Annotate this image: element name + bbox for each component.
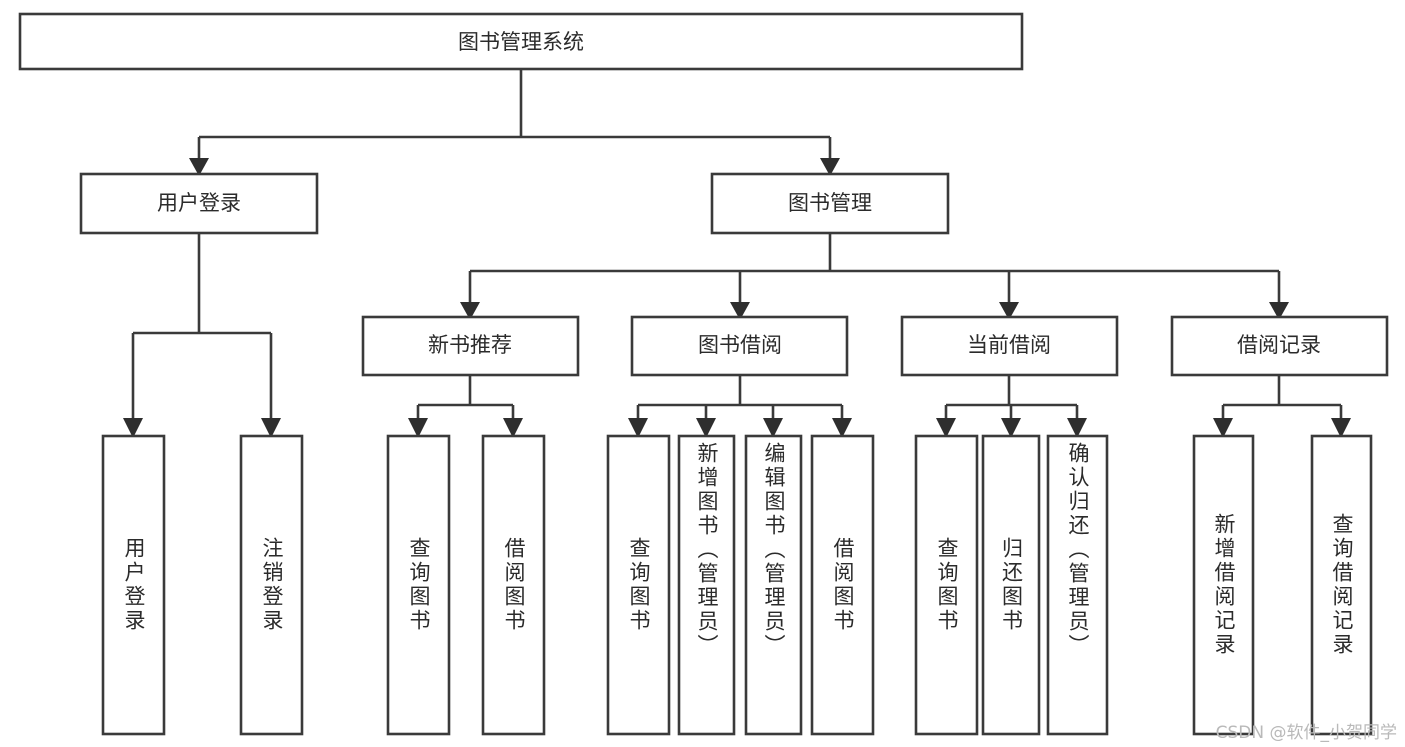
node-root-label: 图书管理系统 bbox=[458, 30, 584, 54]
arrowheads-group bbox=[123, 158, 1351, 438]
arrow-to-book-borrow bbox=[730, 302, 750, 320]
node-current-borrow-box[interactable] bbox=[900, 315, 1119, 377]
node-new-book-box[interactable] bbox=[361, 315, 580, 377]
nodes-group: 图书管理系统 用户登录 图书管理 新书推荐 图书借阅 当前借阅 借阅记录 bbox=[18, 12, 1389, 736]
node-current-borrow-label: 当前借阅 bbox=[967, 333, 1051, 357]
arrow-borrow-leaf-3 bbox=[763, 418, 783, 438]
node-book-borrow-label: 图书借阅 bbox=[698, 333, 782, 357]
leaf-box-current-borrow-3[interactable] bbox=[1046, 434, 1109, 736]
node-user-login-box[interactable] bbox=[79, 172, 319, 235]
leaf-box-book-borrow-3[interactable] bbox=[744, 434, 803, 736]
node-book-borrow-box[interactable] bbox=[630, 315, 849, 377]
leaf-box-user-login-2[interactable] bbox=[239, 434, 304, 736]
arrow-newbook-leaf-1 bbox=[408, 418, 428, 438]
arrow-current-leaf-3 bbox=[1067, 418, 1087, 438]
csdn-watermark: CSDN @软件_小贺同学 bbox=[1215, 723, 1397, 743]
node-book-mgmt-box[interactable] bbox=[710, 172, 950, 235]
leaf-box-new-book-1[interactable] bbox=[386, 434, 451, 736]
node-user-login-label: 用户登录 bbox=[157, 191, 241, 215]
node-new-book-label: 新书推荐 bbox=[428, 333, 512, 357]
arrow-to-leaf-user-login bbox=[123, 418, 143, 438]
arrow-borrow-leaf-4 bbox=[832, 418, 852, 438]
arrow-borrow-leaf-1 bbox=[628, 418, 648, 438]
node-root-box[interactable] bbox=[18, 12, 1024, 71]
arrow-current-leaf-2 bbox=[1001, 418, 1021, 438]
node-book-mgmt-label: 图书管理 bbox=[788, 191, 872, 215]
arrow-borrow-leaf-2 bbox=[696, 418, 716, 438]
leaf-box-book-borrow-2[interactable] bbox=[677, 434, 736, 736]
node-borrow-record-box[interactable] bbox=[1170, 315, 1389, 377]
leaf-box-borrow-record-2[interactable] bbox=[1310, 434, 1373, 736]
arrow-to-book-mgmt bbox=[820, 158, 840, 176]
node-borrow-record-label: 借阅记录 bbox=[1237, 333, 1321, 357]
leaf-box-new-book-2[interactable] bbox=[481, 434, 546, 736]
leaf-box-book-borrow-1[interactable] bbox=[606, 434, 671, 736]
leaf-box-book-borrow-4[interactable] bbox=[810, 434, 875, 736]
arrow-to-borrow-record bbox=[1269, 302, 1289, 320]
arrow-newbook-leaf-2 bbox=[503, 418, 523, 438]
leaf-box-user-login-1[interactable] bbox=[101, 434, 166, 736]
arrow-record-leaf-2 bbox=[1331, 418, 1351, 438]
arrow-to-leaf-logout bbox=[261, 418, 281, 438]
arrow-to-current-borrow bbox=[999, 302, 1019, 320]
leaf-box-borrow-record-1[interactable] bbox=[1192, 434, 1255, 736]
arrow-to-user-login bbox=[189, 158, 209, 176]
arrow-record-leaf-1 bbox=[1213, 418, 1233, 438]
leaf-box-current-borrow-1[interactable] bbox=[914, 434, 979, 736]
arrow-to-new-book bbox=[460, 302, 480, 320]
arrow-current-leaf-1 bbox=[936, 418, 956, 438]
leaf-box-current-borrow-2[interactable] bbox=[981, 434, 1041, 736]
